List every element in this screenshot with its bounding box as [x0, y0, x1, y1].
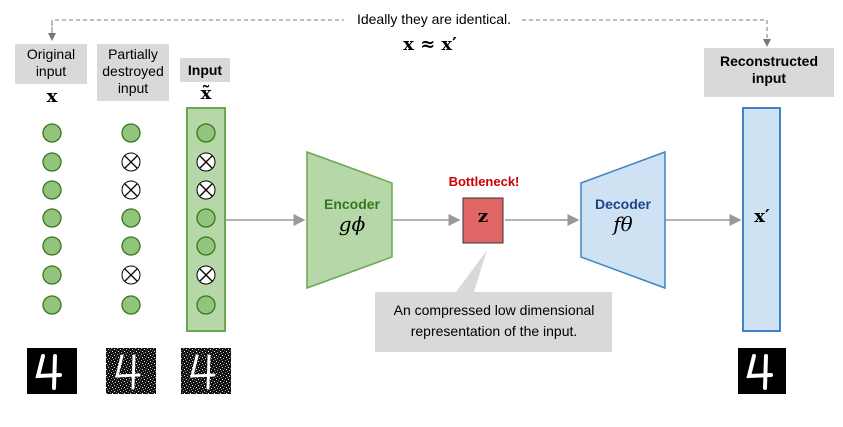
node: [121, 123, 141, 143]
node: [42, 236, 62, 256]
cross-mark: [124, 183, 138, 197]
digit-image-destroyed: [106, 348, 156, 394]
bottleneck-symbol: z: [477, 206, 489, 227]
destroyed-input-label: Partially destroyed input: [97, 44, 169, 101]
node: [42, 123, 62, 143]
cross-mark: [199, 183, 213, 197]
output-column-box: [742, 107, 781, 332]
callout-text: An compressed low dimensional representa…: [393, 302, 595, 339]
cross-mark: [199, 268, 213, 282]
decoder-function: fθ: [613, 212, 633, 236]
node: [121, 236, 141, 256]
reconstructed-input-label: Reconstructed input: [704, 48, 834, 97]
decoder-label: Decoder: [594, 196, 652, 212]
input-symbol: x̃: [200, 83, 212, 104]
node: [42, 208, 62, 228]
digit-image-input: [181, 348, 231, 394]
node: [121, 295, 141, 315]
bottleneck-label: Bottleneck!: [448, 174, 520, 189]
encoder-trapezoid: [306, 150, 393, 290]
callout-box: [375, 250, 612, 352]
cross-mark: [199, 155, 213, 169]
encoder-label: Encoder: [323, 196, 380, 212]
original-input-label: Original input: [15, 44, 87, 84]
input-nodes: [196, 123, 216, 315]
node: [196, 123, 216, 143]
node: [42, 265, 62, 285]
node: [121, 208, 141, 228]
original-input-symbol: x: [46, 86, 58, 107]
cross-mark: [124, 155, 138, 169]
cross-mark: [124, 268, 138, 282]
input-label: Input: [180, 58, 230, 82]
node: [196, 295, 216, 315]
bottleneck-box: [462, 197, 504, 244]
digit-image-reconstructed: [738, 348, 786, 394]
node: [196, 208, 216, 228]
node: [196, 236, 216, 256]
destroyed-nodes: [121, 123, 141, 315]
identity-dashed-line: [51, 19, 344, 38]
identity-equation: x ≈ x′: [403, 34, 457, 55]
identity-note: Ideally they are identical.: [356, 11, 512, 27]
output-symbol: x′: [754, 206, 770, 227]
node: [42, 295, 62, 315]
decoder-trapezoid: [580, 150, 666, 290]
original-nodes: [42, 123, 62, 315]
node: [42, 152, 62, 172]
digit-image-original: [27, 348, 77, 394]
encoder-function: gϕ: [338, 212, 366, 236]
node: [42, 180, 62, 200]
